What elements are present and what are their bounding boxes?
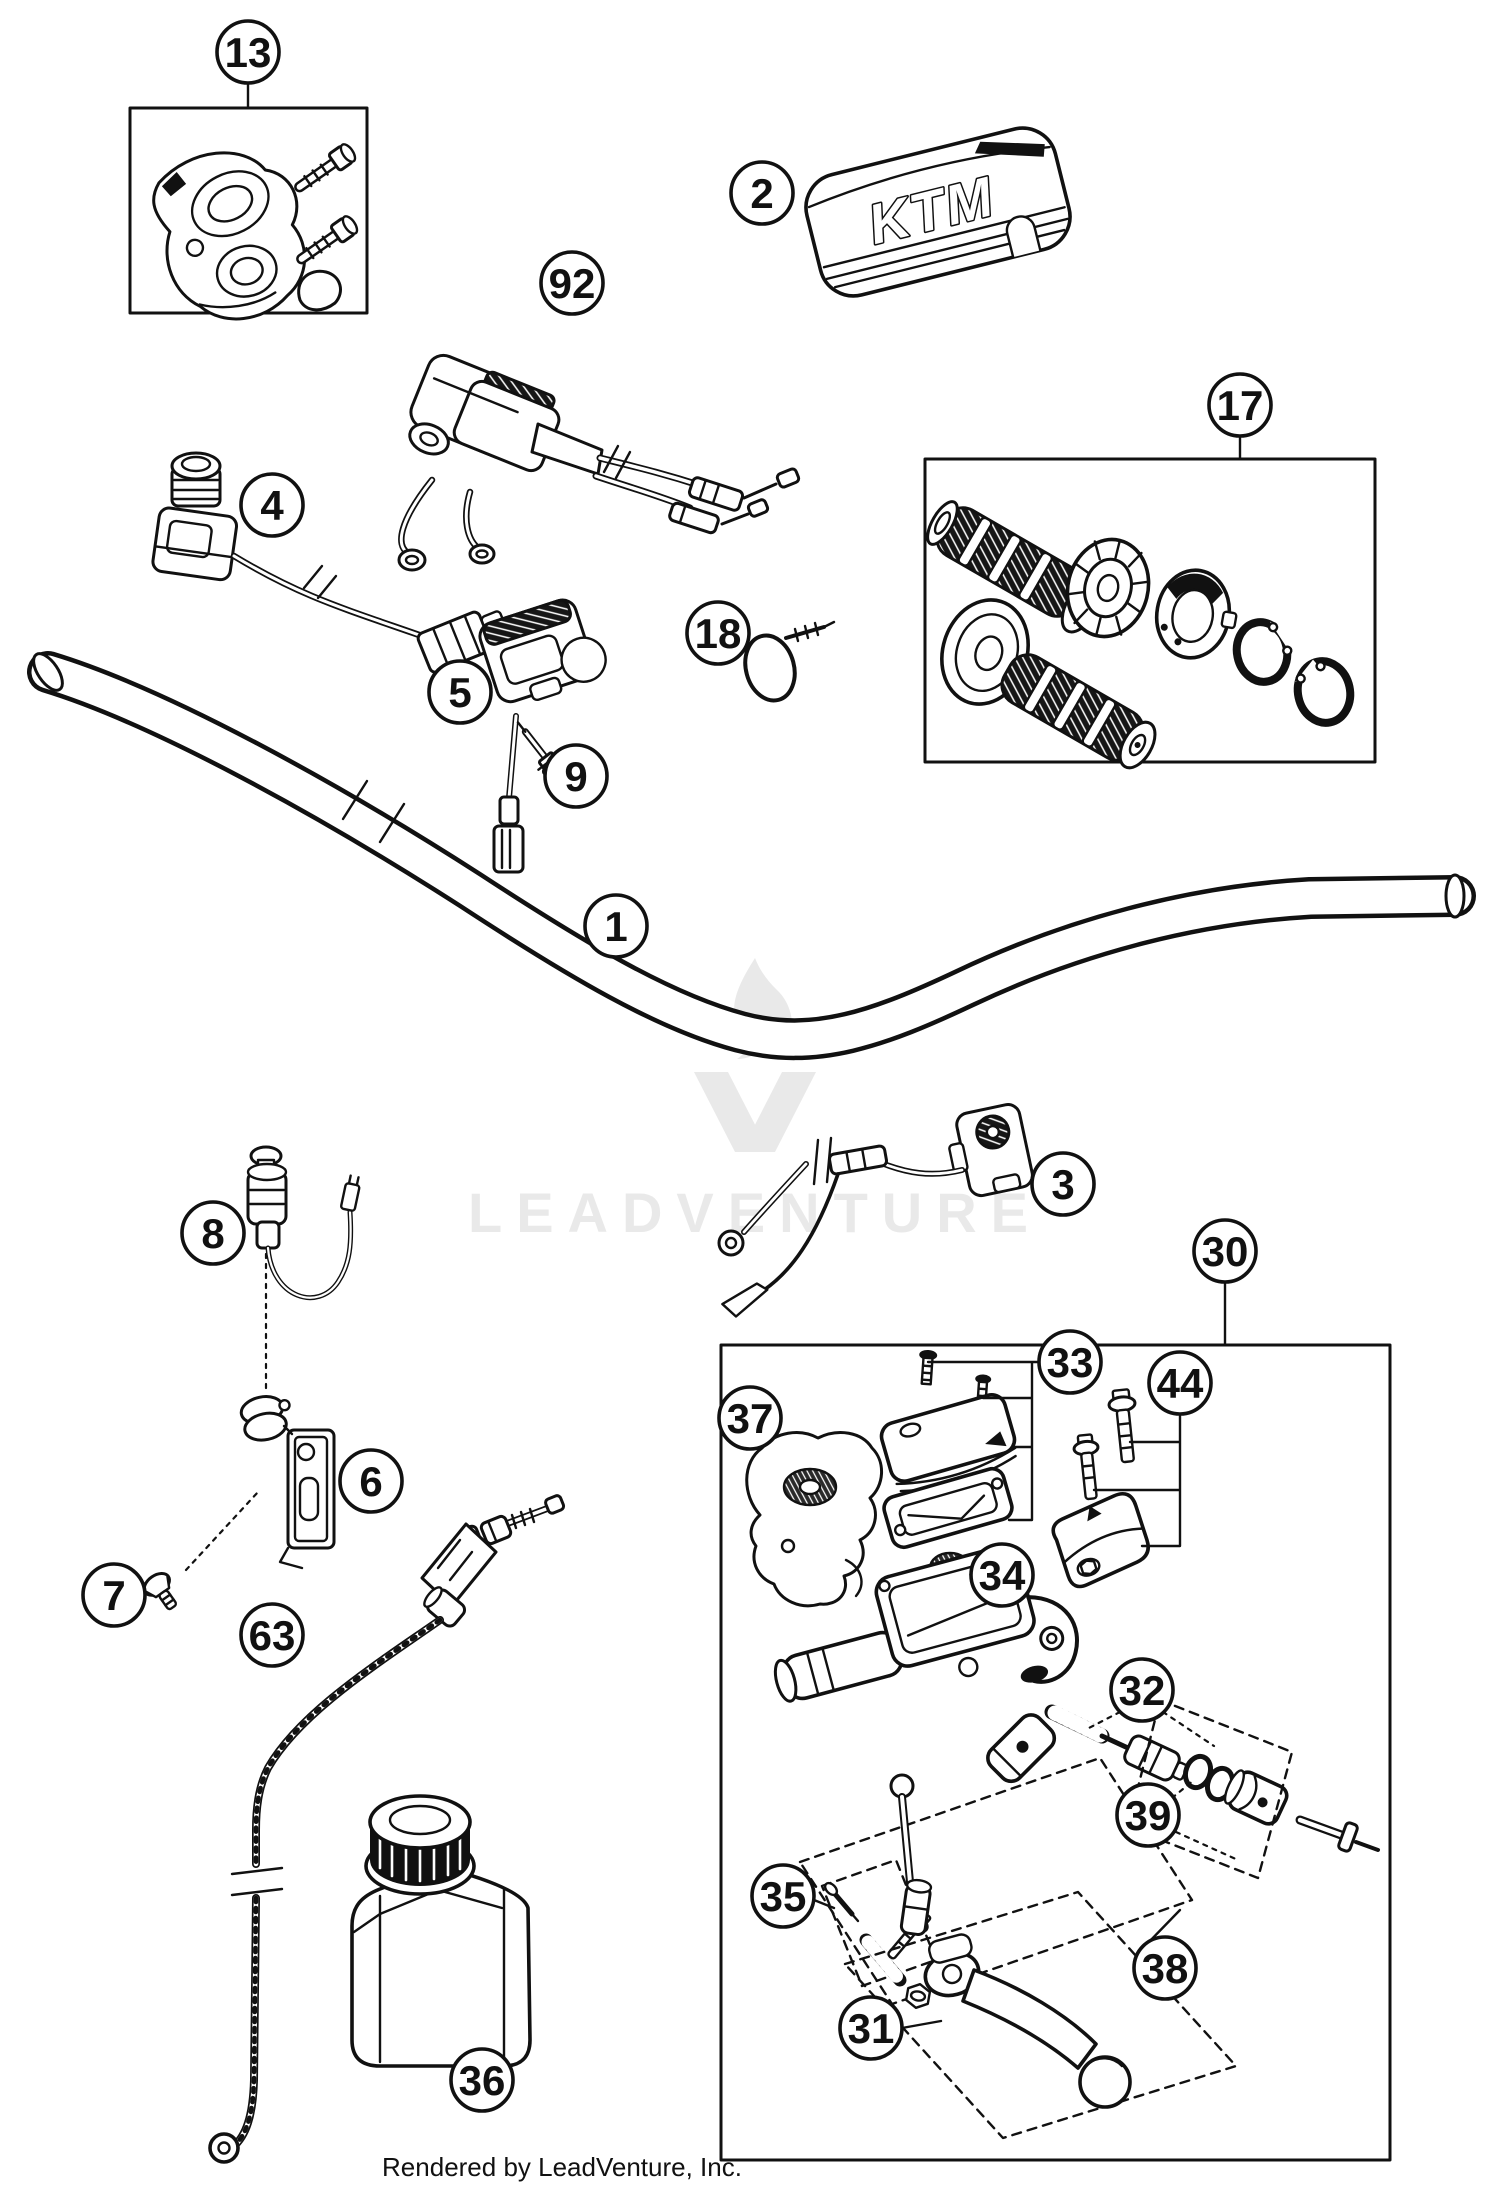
svg-text:7: 7 [102,1572,125,1619]
svg-text:9: 9 [564,753,587,800]
svg-text:44: 44 [1157,1360,1204,1407]
callout-36[interactable]: 36 [449,2047,515,2113]
watermark-text: LEADVENTURE [468,1181,1042,1244]
footer-credit: Rendered by LeadVenture, Inc. [382,2152,742,2182]
svg-text:34: 34 [979,1552,1026,1599]
callout-63[interactable]: 63 [239,1602,305,1668]
svg-text:18: 18 [695,610,742,657]
svg-text:2: 2 [750,170,773,217]
svg-text:36: 36 [459,2057,506,2104]
callout-7[interactable]: 7 [81,1562,147,1628]
svg-text:63: 63 [249,1612,296,1659]
callout-31[interactable]: 31 [838,1995,904,2061]
callout-1[interactable]: 1 [583,893,649,959]
callout-2[interactable]: 2 [729,160,795,226]
svg-text:31: 31 [848,2005,895,2052]
bracket-6-drawing [239,1395,336,1570]
callout-92[interactable]: 92 [539,250,605,316]
callout-37[interactable]: 37 [717,1385,783,1451]
plug-cap-drawing [246,1145,361,1394]
group-box-17 [923,457,1377,764]
callout-8[interactable]: 8 [180,1200,246,1266]
fluid-bottle-drawing [350,1794,532,2068]
clamp-kit-13-drawing [152,143,359,321]
callout-33[interactable]: 33 [1037,1329,1103,1395]
clutch-cable-drawing [208,1494,566,2164]
svg-text:30: 30 [1202,1228,1249,1275]
callout-30[interactable]: 30 [1192,1218,1258,1284]
callout-5[interactable]: 5 [427,659,493,725]
svg-text:32: 32 [1119,1667,1166,1714]
master-cylinder-kit-drawing [745,1349,1380,2140]
leadventure-watermark: LEADVENTURE [468,958,1042,1244]
svg-text:35: 35 [760,1873,807,1920]
cable-tie-drawing [743,620,836,703]
svg-text:17: 17 [1217,382,1264,429]
svg-text:8: 8 [201,1210,224,1257]
svg-text:33: 33 [1047,1339,1094,1386]
handlebar-pad-drawing: KTM [804,126,1072,298]
svg-text:1: 1 [604,903,627,950]
leader-lines [246,81,1242,2030]
svg-text:4: 4 [260,482,284,529]
svg-text:3: 3 [1051,1161,1074,1208]
callout-18[interactable]: 18 [685,600,751,666]
callout-34[interactable]: 34 [969,1542,1035,1608]
screw-7-drawing [142,1490,260,1611]
callout-39[interactable]: 39 [1115,1782,1181,1848]
svg-text:37: 37 [727,1395,774,1442]
svg-text:39: 39 [1125,1792,1172,1839]
throttle-cable-assembly-drawing [297,269,801,572]
handlebar-drawing [27,651,1476,1061]
clutch-lever-drawing [904,1933,1132,2109]
svg-text:13: 13 [225,29,272,76]
callout-32[interactable]: 32 [1109,1657,1175,1723]
svg-text:38: 38 [1142,1945,1189,1992]
svg-text:5: 5 [448,669,471,716]
callout-17[interactable]: 17 [1207,372,1273,438]
callout-6[interactable]: 6 [338,1448,404,1514]
callout-38[interactable]: 38 [1132,1935,1198,2001]
svg-text:92: 92 [549,260,596,307]
grip-set-17-drawing [926,500,1355,770]
callout-44[interactable]: 44 [1147,1350,1213,1416]
switch-3-drawing [717,1103,1034,1318]
callout-9[interactable]: 9 [543,743,609,809]
callout-3[interactable]: 3 [1030,1151,1096,1217]
svg-text:6: 6 [359,1458,382,1505]
map-switch-drawing [478,598,607,874]
callout-13[interactable]: 13 [215,19,281,85]
callout-35[interactable]: 35 [750,1863,816,1929]
callout-4[interactable]: 4 [239,472,305,538]
